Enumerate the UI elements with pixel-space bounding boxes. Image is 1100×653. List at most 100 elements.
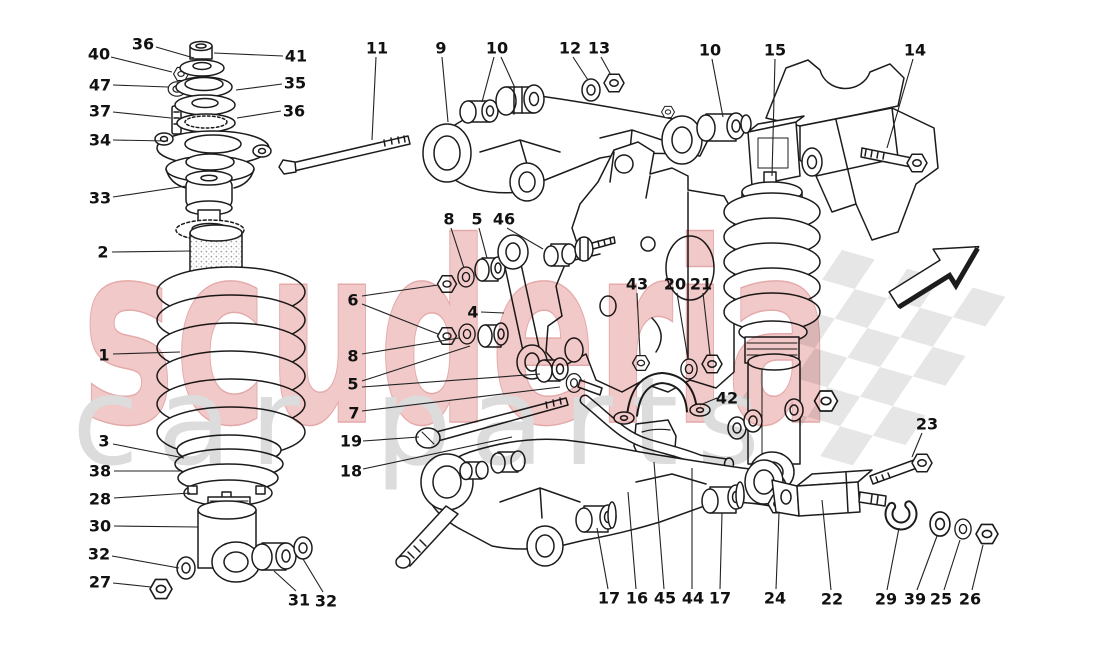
leader-line-37: [112, 111, 172, 119]
part-callout-12-22[interactable]: 12: [559, 39, 581, 58]
leader-line-14: [886, 58, 914, 149]
part-callout-32-15[interactable]: 32: [315, 592, 337, 611]
bushing-10-right: [495, 84, 545, 116]
leader-line-9: [441, 56, 449, 123]
leader-line-4: [480, 311, 505, 314]
part-callout-17-41[interactable]: 17: [598, 589, 620, 608]
part-callout-13-23[interactable]: 13: [588, 39, 610, 58]
sensor-stud-46: [574, 236, 616, 262]
part-callout-10-21[interactable]: 10: [486, 39, 508, 58]
part-callout-8-32[interactable]: 8: [347, 347, 358, 366]
part-callout-18-36[interactable]: 18: [340, 462, 362, 481]
part-callout-15-25[interactable]: 15: [764, 41, 786, 60]
part-callout-29-49[interactable]: 29: [875, 590, 897, 609]
nut-13: [603, 73, 625, 93]
part-callout-4-31[interactable]: 4: [467, 303, 478, 322]
leader-line-17: [719, 512, 723, 590]
press-stud: [395, 505, 459, 569]
bolt-19: [415, 397, 569, 449]
part-callout-40-0[interactable]: 40: [88, 45, 110, 64]
heat-shield-14-15: [661, 59, 939, 241]
shock-bottom-hardware: [149, 536, 313, 600]
part-callout-36-1[interactable]: 36: [132, 35, 154, 54]
part-callout-6-30[interactable]: 6: [347, 291, 358, 310]
part-callout-41-16[interactable]: 41: [285, 47, 307, 66]
leader-line-35: [235, 83, 283, 91]
part-callout-11-19[interactable]: 11: [366, 39, 388, 58]
part-callout-8-27[interactable]: 8: [443, 210, 454, 229]
part-callout-44-44[interactable]: 44: [682, 589, 704, 608]
leader-line-28: [113, 492, 191, 499]
part-callout-17-45[interactable]: 17: [709, 589, 731, 608]
leader-line-31: [273, 570, 297, 592]
leader-line-32: [302, 558, 324, 593]
bushing-10-shock: [696, 112, 752, 142]
part-callout-47-2[interactable]: 47: [89, 76, 111, 95]
part-callout-2-6[interactable]: 2: [97, 243, 108, 262]
part-callout-7-34[interactable]: 7: [348, 404, 359, 423]
leader-line-8: [361, 337, 460, 355]
bushing-31: [251, 542, 297, 571]
part-callout-5-33[interactable]: 5: [347, 375, 358, 394]
part-callout-30-11[interactable]: 30: [89, 517, 111, 536]
leader-line-1: [112, 351, 181, 355]
part-callout-9-20[interactable]: 9: [435, 39, 446, 58]
part-callout-3-8[interactable]: 3: [98, 432, 109, 451]
leader-line-41: [213, 52, 284, 57]
bushing-10-left: [459, 99, 499, 124]
leader-line-19: [362, 436, 420, 442]
leader-line-6: [361, 284, 439, 297]
part-callout-26-52[interactable]: 26: [959, 590, 981, 609]
part-callout-19-35[interactable]: 19: [340, 432, 362, 451]
upper-wishbone-9: [422, 84, 711, 202]
part-callout-21-39[interactable]: 21: [690, 275, 712, 294]
part-callout-43-37[interactable]: 43: [626, 275, 648, 294]
part-callout-46-29[interactable]: 46: [493, 210, 515, 229]
washer-32-left: [176, 556, 196, 580]
part-callout-33-5[interactable]: 33: [89, 189, 111, 208]
part-callout-39-50[interactable]: 39: [904, 590, 926, 609]
part-callout-31-14[interactable]: 31: [288, 591, 310, 610]
part-callout-32-12[interactable]: 32: [88, 545, 110, 564]
leader-line-6: [361, 303, 439, 335]
part-callout-36-18[interactable]: 36: [283, 102, 305, 121]
part-callout-38-9[interactable]: 38: [89, 462, 111, 481]
leader-line-11: [371, 56, 377, 141]
part-callout-14-26[interactable]: 14: [904, 41, 926, 60]
part-callout-22-47[interactable]: 22: [821, 590, 843, 609]
part-callout-42-40[interactable]: 42: [716, 389, 738, 408]
part-callout-34-4[interactable]: 34: [89, 131, 111, 150]
part-callout-27-13[interactable]: 27: [89, 573, 111, 592]
link-rod-assembly-4: [436, 234, 616, 396]
leader-line-47: [112, 84, 169, 88]
part-callout-24-46[interactable]: 24: [764, 589, 786, 608]
leader-line-39: [916, 535, 938, 591]
leader-line-33: [112, 185, 187, 198]
leader-line-3: [112, 443, 185, 459]
part-callout-5-28[interactable]: 5: [471, 210, 482, 229]
leader-line-22: [821, 499, 832, 591]
leader-line-26: [971, 544, 984, 591]
part-callout-16-42[interactable]: 16: [626, 589, 648, 608]
part-callout-10-24[interactable]: 10: [699, 41, 721, 60]
brand-watermark: scuderia car parts: [72, 188, 833, 493]
leader-line-5: [361, 345, 471, 382]
washer-12: [581, 78, 601, 102]
part-callout-23-48[interactable]: 23: [916, 415, 938, 434]
clevis-pin: [858, 491, 887, 507]
part-callout-1-7[interactable]: 1: [98, 346, 109, 365]
leader-line-15: [771, 58, 776, 177]
c-washer-29: [884, 497, 918, 531]
leader-line-21: [702, 292, 711, 356]
part-callout-45-43[interactable]: 45: [654, 589, 676, 608]
part-callout-20-38[interactable]: 20: [664, 275, 686, 294]
part-callout-28-10[interactable]: 28: [89, 490, 111, 509]
leader-line-18: [362, 436, 513, 470]
part-callout-35-17[interactable]: 35: [284, 74, 306, 93]
part-callout-25-51[interactable]: 25: [930, 590, 952, 609]
part-callout-37-3[interactable]: 37: [89, 102, 111, 121]
washer-32-right: [293, 536, 313, 560]
leader-line-12: [572, 56, 589, 81]
washer-39: [929, 511, 951, 537]
bolt-23: [869, 453, 933, 485]
